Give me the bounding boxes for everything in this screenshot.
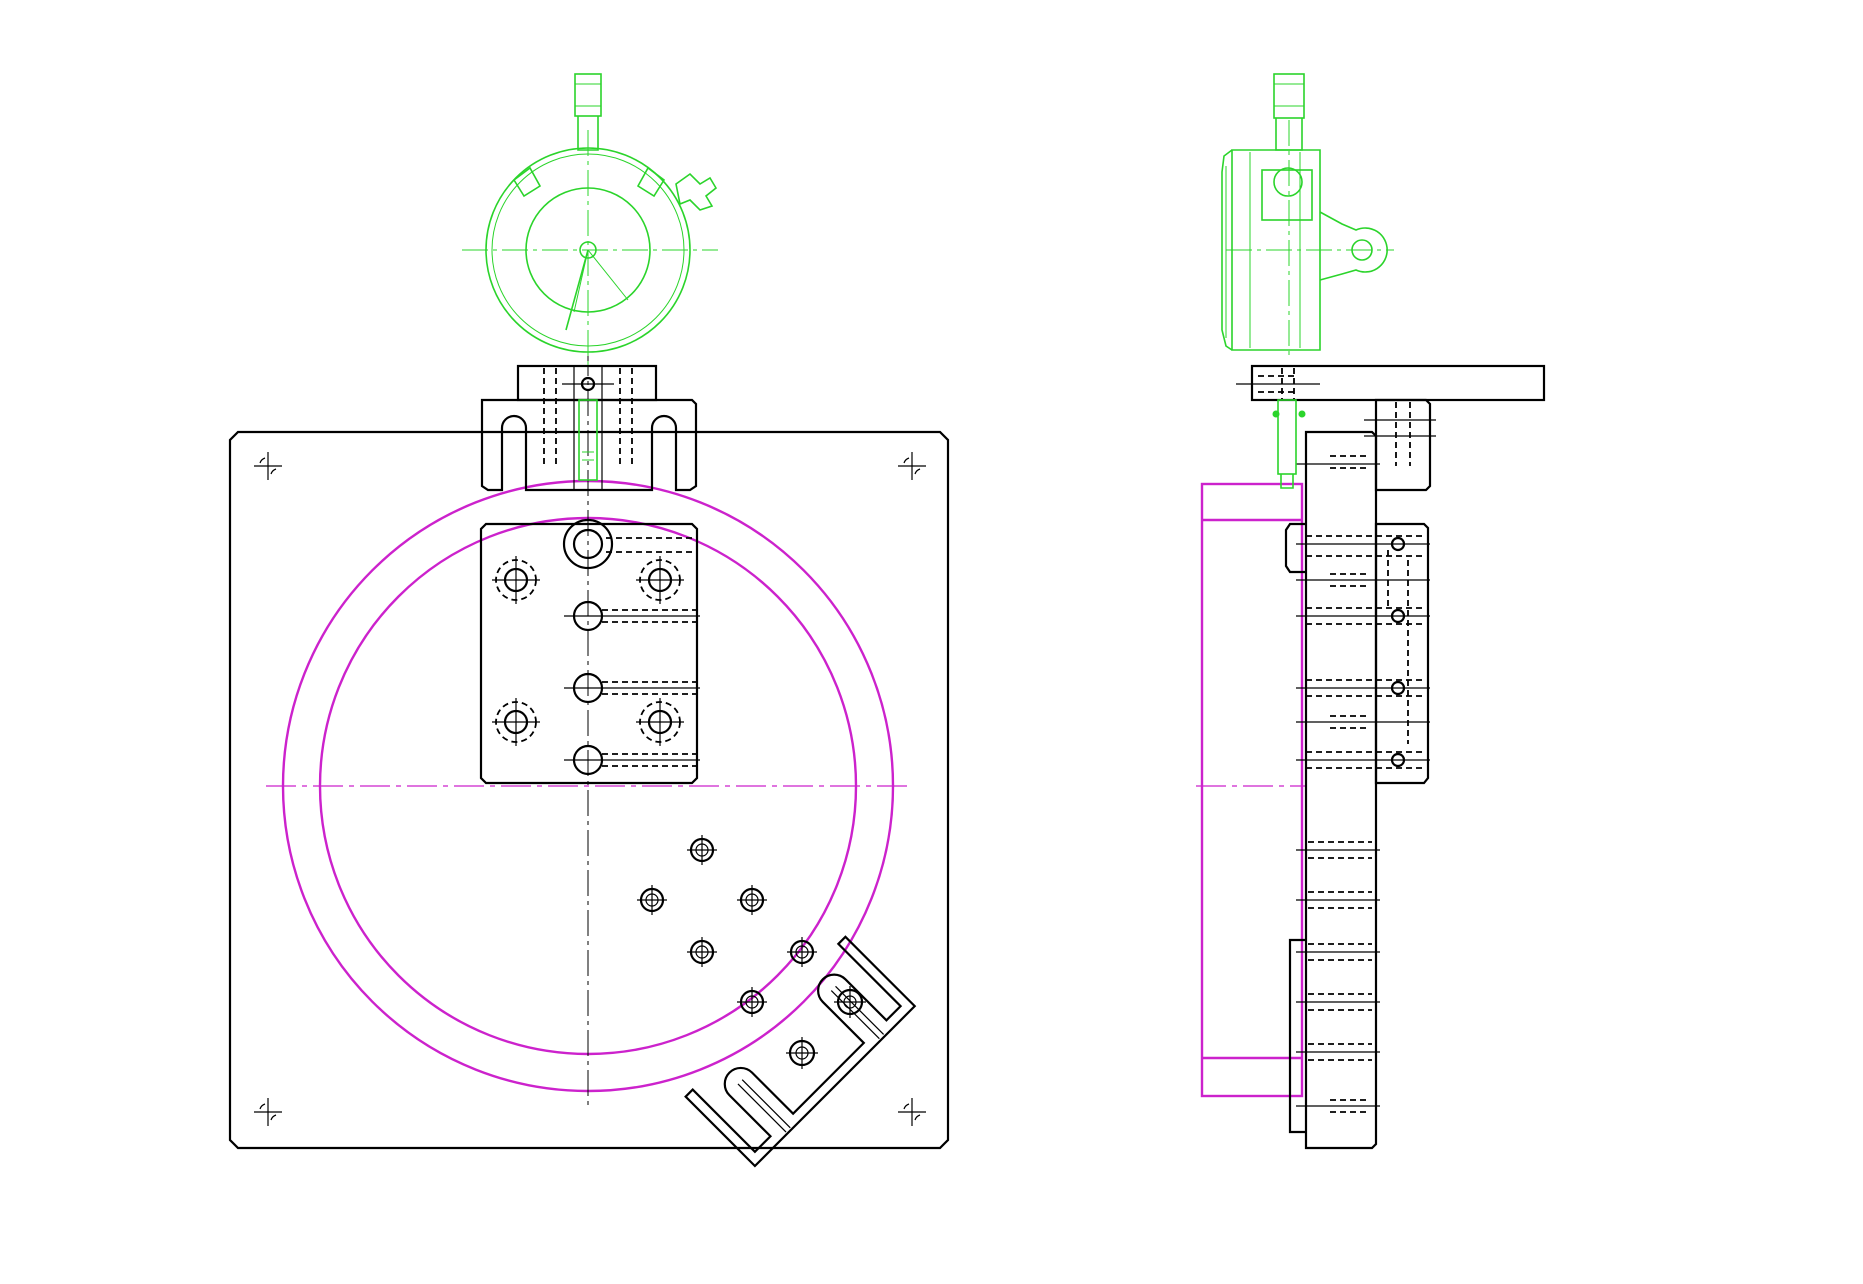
side-bracket-arm [1250,364,1546,402]
counterbored-screw [492,698,540,746]
side-stop-pin [1284,522,1306,574]
dial-indicator-front [462,73,718,366]
base-plate [228,430,950,1150]
locating-holes [637,835,817,1017]
locating-hole [737,987,767,1017]
corner-hole-marker [254,1098,282,1126]
side-base-plate [1296,430,1380,1150]
locating-hole [687,937,717,967]
side-indicator-stem [1277,399,1297,475]
front-view [228,73,950,1168]
side-clamp-knob [1273,167,1303,197]
side-indicator-bracket [1236,364,1546,492]
counterbored-screw [492,556,540,604]
dial-tolerance-tab [636,166,666,198]
side-dial-body [1231,149,1321,351]
corner-hole-marker [254,452,282,480]
dial-indicator-side [1221,73,1394,360]
clamp-screw [786,1037,818,1069]
dial-needle [565,249,589,331]
ring-section [1196,482,1306,1098]
locating-hole [787,937,817,967]
holder-large-hole-inner [572,528,604,560]
side-lower-spacer [1288,938,1306,1134]
side-plunger [1273,73,1305,119]
locating-hole [637,885,667,915]
counterbored-screw [636,556,684,604]
clamp-screw [834,986,866,1018]
bracket-top-block [516,364,658,402]
corner-hole-marker [898,452,926,480]
ring-section-outline [1200,482,1304,1098]
side-holder-plate [1296,522,1430,785]
side-dial-bezel [1221,149,1233,351]
holder-large-hole-outer [562,518,614,570]
indicator-stem [578,399,598,481]
stem-contact-dot [1298,410,1306,418]
side-view [1196,73,1546,1150]
locating-hole [737,885,767,915]
dial-tolerance-tab [512,166,542,198]
locating-hole [687,835,717,865]
corner-hole-marker [898,1098,926,1126]
side-dial-clamp [1261,169,1313,221]
bezel-lock-screw [675,172,718,211]
stem-contact-dot [1272,410,1280,418]
corner-hole-markers [254,452,926,1126]
indicator-plunger [574,73,602,117]
holder-plate [479,518,700,785]
counterbored-screw [636,698,684,746]
indicator-bracket [480,364,698,492]
slotted-clamp [684,935,917,1168]
